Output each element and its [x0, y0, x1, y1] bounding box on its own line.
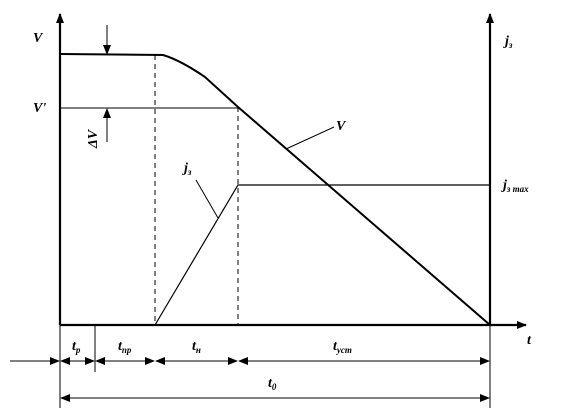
j-axis-label: jз	[503, 34, 513, 50]
v-prime-label: V'	[33, 101, 46, 116]
current-curve	[154, 184, 490, 326]
velocity-curve	[59, 53, 491, 326]
v-axis-label: V	[33, 31, 44, 46]
current-curve-label: jз	[182, 161, 192, 177]
tust-label: tуст	[333, 339, 352, 355]
j-max-label: jз max	[501, 178, 529, 194]
delta-v-label: ΔV	[86, 128, 101, 149]
tp-label: tр	[72, 339, 81, 355]
t0-label: t0	[268, 376, 277, 392]
velocity-curve-label: V	[336, 119, 347, 134]
tn-label: tн	[192, 339, 201, 355]
v-leader	[285, 126, 335, 150]
j-leader	[195, 179, 219, 219]
t-axis-label: t	[527, 333, 532, 348]
tnp-label: tпр	[118, 339, 132, 355]
